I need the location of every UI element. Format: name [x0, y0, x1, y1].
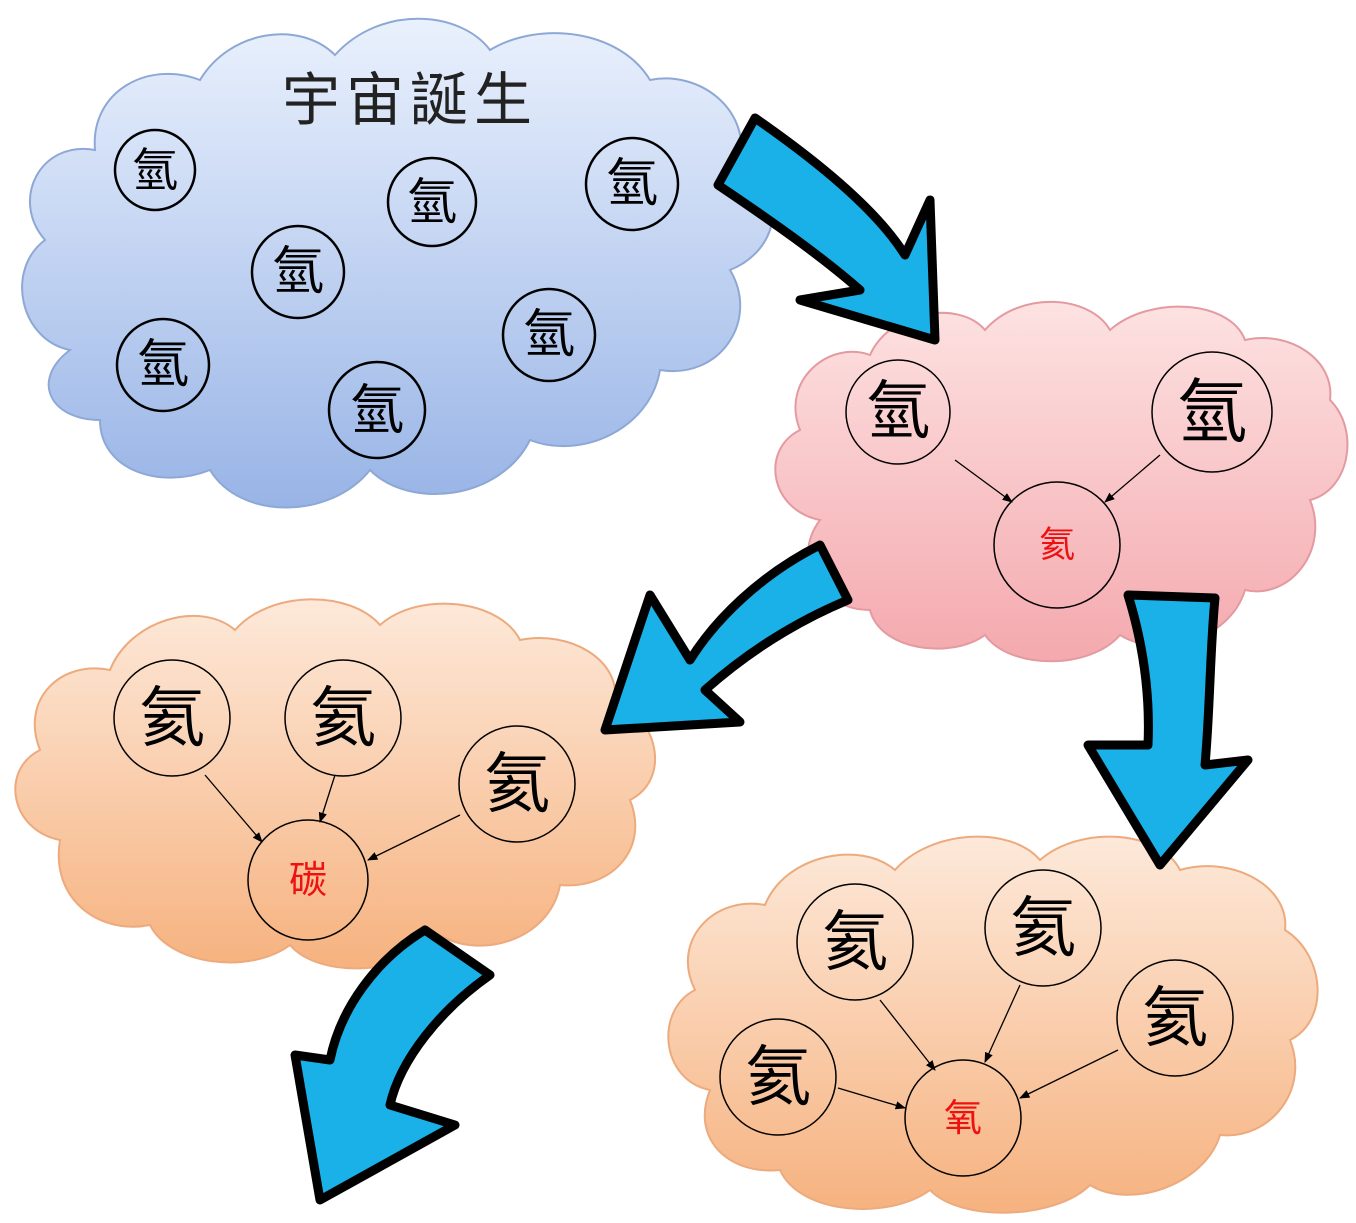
connector-line [837, 1087, 906, 1110]
atom-label: 氫 [272, 242, 324, 302]
atom-hydrogen-5: 氫 [501, 287, 597, 383]
atom-label: 碳 [289, 858, 327, 902]
atom-label: 氫 [523, 305, 575, 365]
connector-line [367, 814, 461, 861]
atom-label: 氫 [137, 335, 189, 395]
atom-label: 氫 [350, 379, 404, 442]
atom-hydrogen-6: 氫 [115, 317, 211, 413]
atom-helium-carbon-3: 氦 [458, 725, 576, 843]
atom-hydrogen-1: 氫 [113, 128, 197, 212]
atom-label: 氦 [310, 680, 376, 757]
connector-line [1019, 1049, 1119, 1099]
atom-label: 氫 [1177, 371, 1247, 453]
connector-line [204, 774, 263, 843]
atom-carbon-product: 碳 [247, 819, 369, 941]
atom-helium-product: 氦 [993, 481, 1121, 609]
atom-label: 氦 [1010, 890, 1076, 967]
arrow-helium-to-carbon [600, 540, 853, 735]
connector-line [984, 984, 1021, 1063]
atom-hydrogen-fusion-left: 氫 [845, 359, 951, 465]
arrow-helium-to-oxygen [1083, 590, 1253, 870]
atom-label: 氧 [944, 1096, 982, 1140]
atom-helium-oxygen-4: 氦 [719, 1018, 837, 1136]
connector-line [1104, 454, 1161, 503]
atom-label: 氫 [407, 173, 457, 231]
atom-helium-oxygen-1: 氦 [796, 883, 914, 1001]
connector-line [879, 999, 936, 1071]
atom-hydrogen-3: 氫 [584, 136, 680, 232]
connectors [204, 454, 1161, 1110]
atom-label: 氦 [139, 680, 205, 757]
arrow-carbon-onward [290, 925, 495, 1205]
cloud-carbon-formation [14, 598, 656, 970]
arrow-birth-to-helium [713, 113, 940, 345]
atom-helium-carbon-2: 氦 [284, 659, 402, 777]
atom-helium-oxygen-3: 氦 [1116, 959, 1234, 1077]
atom-label: 氦 [484, 746, 550, 823]
cloud-oxygen-formation [667, 835, 1319, 1214]
atom-hydrogen-4: 氫 [250, 224, 346, 320]
atom-label: 氫 [132, 143, 178, 197]
atom-label: 氦 [745, 1039, 811, 1116]
atom-hydrogen-fusion-right: 氫 [1151, 351, 1273, 473]
atom-label: 氦 [822, 904, 888, 981]
atom-label: 氦 [1039, 525, 1075, 566]
atom-label: 氦 [1142, 980, 1208, 1057]
atom-label: 氫 [866, 375, 930, 449]
connector-line [954, 459, 1013, 503]
atom-hydrogen-7: 氫 [327, 360, 427, 460]
connector-line [318, 774, 336, 823]
title-universe-birth: 宇宙誕生 [282, 66, 538, 134]
atom-helium-carbon-1: 氦 [113, 659, 231, 777]
atom-label: 氫 [606, 154, 658, 214]
atom-hydrogen-2: 氫 [386, 156, 478, 248]
atom-oxygen-product: 氧 [904, 1059, 1022, 1177]
atom-helium-oxygen-2: 氦 [984, 869, 1102, 987]
